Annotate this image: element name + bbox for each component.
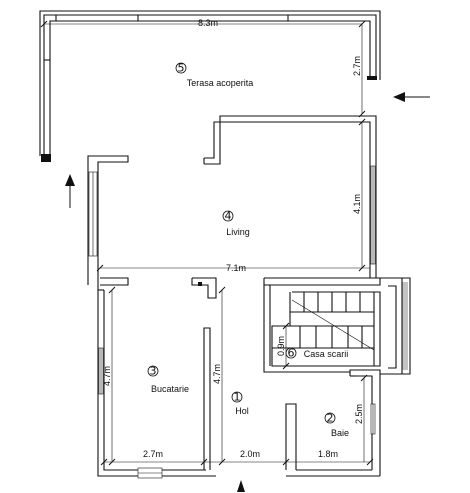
room-kitchen: 3 Bucatarie [147, 365, 189, 394]
dim-stair-small: 0.9m [276, 336, 286, 356]
dim-hall-width: 2.0m [240, 449, 260, 459]
outer-walls [87, 115, 381, 477]
room-stair: 6 Casa scarii [285, 347, 349, 360]
dim-living-width: 7.1m [226, 263, 246, 273]
room-number: 4 [225, 210, 232, 223]
dim-bath-depth: 2.5m [354, 404, 364, 424]
room-name: Casa scarii [304, 349, 349, 359]
room-hall: 1 Hol [231, 391, 249, 416]
dim-hall-depth: 4.7m [212, 364, 222, 384]
room-name: Hol [235, 406, 249, 416]
room-number: 1 [234, 391, 241, 404]
room-name: Bucatarie [151, 384, 189, 394]
dim-kitchen-depth: 4.7m [102, 366, 112, 386]
staircase [263, 277, 411, 375]
dim-terrace-depth: 2.7m [352, 56, 362, 76]
entry-arrow-bottom-icon [237, 480, 245, 492]
dim-bath-width: 1.8m [318, 449, 338, 459]
dim-kitchen-width: 2.7m [143, 449, 163, 459]
room-name: Living [226, 227, 250, 237]
room-number: 2 [327, 412, 334, 425]
entry-arrow-left-icon [65, 174, 75, 208]
room-number: 3 [150, 365, 157, 378]
room-name: Baie [331, 428, 349, 438]
room-terrace: 5 Terasa acoperita [175, 62, 254, 88]
dimension-lines [40, 20, 374, 466]
terrace-pergola [39, 10, 381, 162]
room-number: 5 [178, 62, 185, 75]
room-name: Terasa acoperita [187, 78, 254, 88]
windows [88, 165, 376, 479]
entry-arrow-right-icon [393, 92, 430, 102]
dim-terrace-width: 8.3m [198, 18, 218, 28]
room-bath: 2 Baie [324, 412, 349, 438]
dim-living-depth: 4.1m [352, 194, 362, 214]
room-living: 4 Living [222, 210, 250, 237]
room-number: 6 [288, 347, 295, 360]
